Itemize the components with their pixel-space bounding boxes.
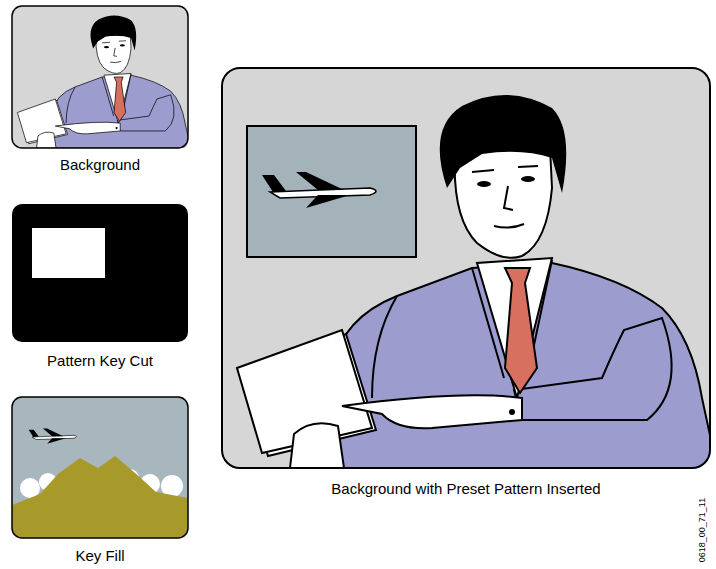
composite-picture-part	[262, 172, 376, 208]
background-thumbnail	[12, 6, 191, 148]
caption: Pattern Key Cut	[47, 353, 153, 369]
key-cut-thumbnail	[12, 204, 188, 342]
key-fill-thumbnail-part-part	[29, 429, 77, 444]
key-fill-thumbnail-part-part	[12, 397, 188, 538]
composite-picture-part-part	[237, 95, 710, 468]
caption: Key Fill	[75, 548, 124, 564]
caption: Background with Preset Pattern Inserted	[331, 481, 600, 497]
key-cut-thumbnail-part	[32, 228, 105, 278]
caption: Background	[60, 157, 140, 173]
key-fill-thumbnail-part	[12, 397, 188, 538]
composite-picture	[222, 68, 716, 468]
background-thumbnail-part	[12, 6, 188, 148]
composite-picture-node: Background with Preset Pattern Inserted	[222, 68, 710, 500]
key-fill-thumbnail-part-part	[12, 456, 188, 538]
key-fill-thumbnail-part	[12, 397, 188, 538]
key-fill-thumbnail	[12, 397, 188, 538]
key-cut-thumbnail-part	[12, 204, 188, 342]
key-fill-thumbnail-node: Key Fill	[12, 397, 188, 565]
composite-picture-part-part	[262, 172, 376, 208]
figure-code: 0618_00_71_11	[697, 498, 707, 562]
composite-picture-part	[237, 95, 710, 468]
composite-picture-part	[222, 68, 710, 468]
key-fill-thumbnail-part-part-part	[29, 429, 77, 444]
key-cut-thumbnail-node: Pattern Key Cut	[12, 204, 188, 369]
background-thumbnail-part-part	[17, 16, 188, 148]
key-fill-thumbnail-part-part-part	[20, 478, 40, 498]
inserted-pattern	[247, 126, 416, 257]
background-thumbnail-node: Background	[12, 6, 188, 176]
background-thumbnail-part	[17, 16, 188, 148]
